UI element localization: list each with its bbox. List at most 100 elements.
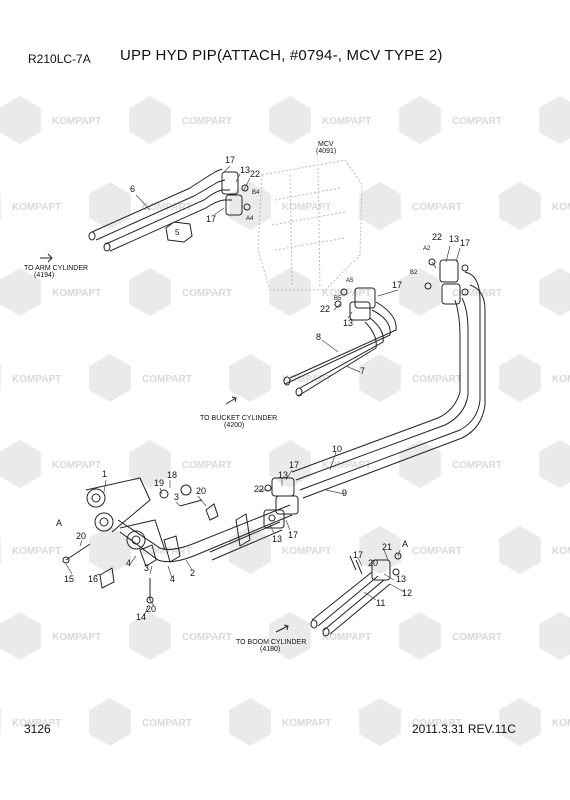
bracket-4 (139, 513, 251, 567)
callout-number: 15 (64, 574, 74, 584)
callout-number: 13 (240, 165, 250, 175)
port-a4: A4 (246, 216, 254, 222)
callout-number: 9 (342, 488, 347, 498)
watermark-word: COMPART (452, 460, 502, 471)
watermark-word: COMPART (452, 288, 502, 299)
callout-number: 22 (320, 304, 330, 314)
callout-number: 21 (382, 542, 392, 552)
callout-number: 1 (102, 469, 107, 479)
watermark-word: KOMPAPT (12, 202, 61, 213)
label-to-arm-cylinder: TO ARM CYLINDER (24, 265, 88, 272)
callout-number: 13 (449, 234, 459, 244)
arrow-arm-icon (40, 253, 53, 263)
watermark-tile: KOMPAPT COMPART (0, 96, 232, 144)
watermark-tile: KOMPAPT COMPART (0, 612, 232, 660)
watermark-word: KOMPAPT (52, 116, 101, 127)
watermark-word: COMPART (142, 718, 192, 729)
callout-number: 20 (76, 531, 86, 541)
watermark-word: KOMPAPT (282, 202, 331, 213)
callout-number: 18 (167, 470, 177, 480)
mcv-valve-block (257, 159, 363, 291)
pipe-6 (88, 168, 232, 252)
callout-number: 19 (154, 478, 164, 488)
callout-number: 6 (130, 184, 135, 194)
port-b4: B4 (252, 190, 260, 196)
watermark-word: COMPART (182, 116, 232, 127)
callout-number: 13 (343, 318, 353, 328)
watermark-word: KOMPAPT (282, 718, 331, 729)
label-bucket-code: (4200) (224, 422, 244, 429)
watermark-word: KOMPAPT (282, 546, 331, 557)
callout-number: 8 (316, 332, 321, 342)
watermark-word: KOMPAPT (322, 116, 371, 127)
watermark-word: COMPART (452, 116, 502, 127)
label-to-boom-cylinder: TO BOOM CYLINDER (236, 639, 306, 646)
watermark-word: COMPART (452, 632, 502, 643)
callout-number: 17 (460, 238, 470, 248)
watermark-word: COMPART (182, 288, 232, 299)
watermark-tile: KOMPAPT COMPART (0, 440, 232, 488)
lower-right-flange (349, 552, 402, 581)
page-number: 3126 (24, 722, 51, 736)
callout-number: 17 (353, 550, 363, 560)
leader-lines (65, 165, 461, 617)
right-flange-pair (424, 258, 469, 305)
callout-number: 3 (144, 563, 149, 573)
callout-number: 16 (88, 574, 98, 584)
watermark-word: KOMPAPT (12, 546, 61, 557)
watermark-word: KOMPAPT (52, 632, 101, 643)
watermark-word: KOMPAPT (552, 202, 570, 213)
label-boom-code: (4180) (260, 646, 280, 653)
watermark-word: COMPART (182, 460, 232, 471)
callout-number: 2 (190, 568, 195, 578)
callout-number: 13 (396, 574, 406, 584)
pipe-10 (299, 271, 486, 499)
callout-number: 22 (254, 484, 264, 494)
page-title: UPP HYD PIP(ATTACH, #0794-, MCV TYPE 2) (120, 47, 443, 64)
callout-number: 17 (392, 280, 402, 290)
watermark-word: COMPART (412, 546, 462, 557)
watermark-word: KOMPAPT (52, 288, 101, 299)
callout-number: 13 (278, 470, 288, 480)
callout-number: 12 (402, 588, 412, 598)
watermark-word: KOMPAPT (12, 374, 61, 385)
label-mcv-code: (4091) (316, 148, 336, 155)
arrow-bucket-icon (225, 396, 237, 405)
lower-left-flanges (85, 477, 166, 551)
watermark-tile: KOMPAPT COMPART (0, 182, 192, 230)
callout-number: 17 (206, 214, 216, 224)
watermark-word: COMPART (182, 632, 232, 643)
revision-date: 2011.3.31 REV.11C (412, 722, 516, 736)
pipe-9 (291, 297, 469, 481)
callout-number: 20 (196, 486, 206, 496)
callout-hexagon-5 (165, 221, 193, 243)
pipe-7 (295, 317, 384, 397)
callout-number: 4 (126, 558, 131, 568)
port-a2: A2 (423, 246, 431, 252)
callout-number: 22 (250, 169, 260, 179)
arrow-boom-icon (275, 624, 289, 633)
label-to-bucket-cylinder: TO BUCKET CYLINDER (200, 415, 277, 422)
watermark-word: COMPART (412, 374, 462, 385)
callout-number: 4 (170, 574, 175, 584)
watermark-word: COMPART (412, 202, 462, 213)
callout-number: 17 (288, 530, 298, 540)
watermark-word: COMPART (142, 202, 192, 213)
watermark-word: KOMPAPT (52, 460, 101, 471)
watermark-word: KOMPAPT (552, 718, 570, 729)
callout-number: 5 (175, 228, 180, 237)
watermark-tile: KOMPAPT COMPART (0, 268, 232, 316)
callout-number: 10 (332, 444, 342, 454)
watermark-word: COMPART (412, 718, 462, 729)
callout-number: 14 (136, 612, 146, 622)
